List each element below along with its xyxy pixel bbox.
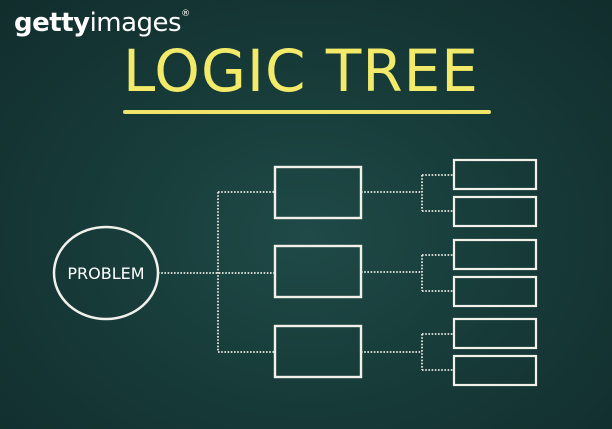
leaf-box-2b: [452, 275, 538, 308]
leaf-box-3a: [452, 317, 538, 350]
leaf-box-3b: [452, 354, 538, 387]
branch-box-1: [273, 165, 363, 220]
watermark-light: images: [89, 8, 182, 38]
diagram-title: LOGIC TREE: [123, 37, 479, 105]
leaf-box-2a: [452, 238, 538, 271]
title-underline: [123, 110, 491, 114]
leaf-box-1b: [452, 195, 538, 228]
watermark-registered-mark: ®: [181, 9, 190, 19]
branch-box-2: [273, 244, 363, 299]
root-node-label: PROBLEM: [67, 264, 144, 283]
gettyimages-watermark: gettyimages®: [14, 8, 190, 38]
branch-box-3: [273, 324, 363, 379]
leaf-box-1a: [452, 158, 538, 191]
watermark-bold: getty: [14, 8, 90, 38]
